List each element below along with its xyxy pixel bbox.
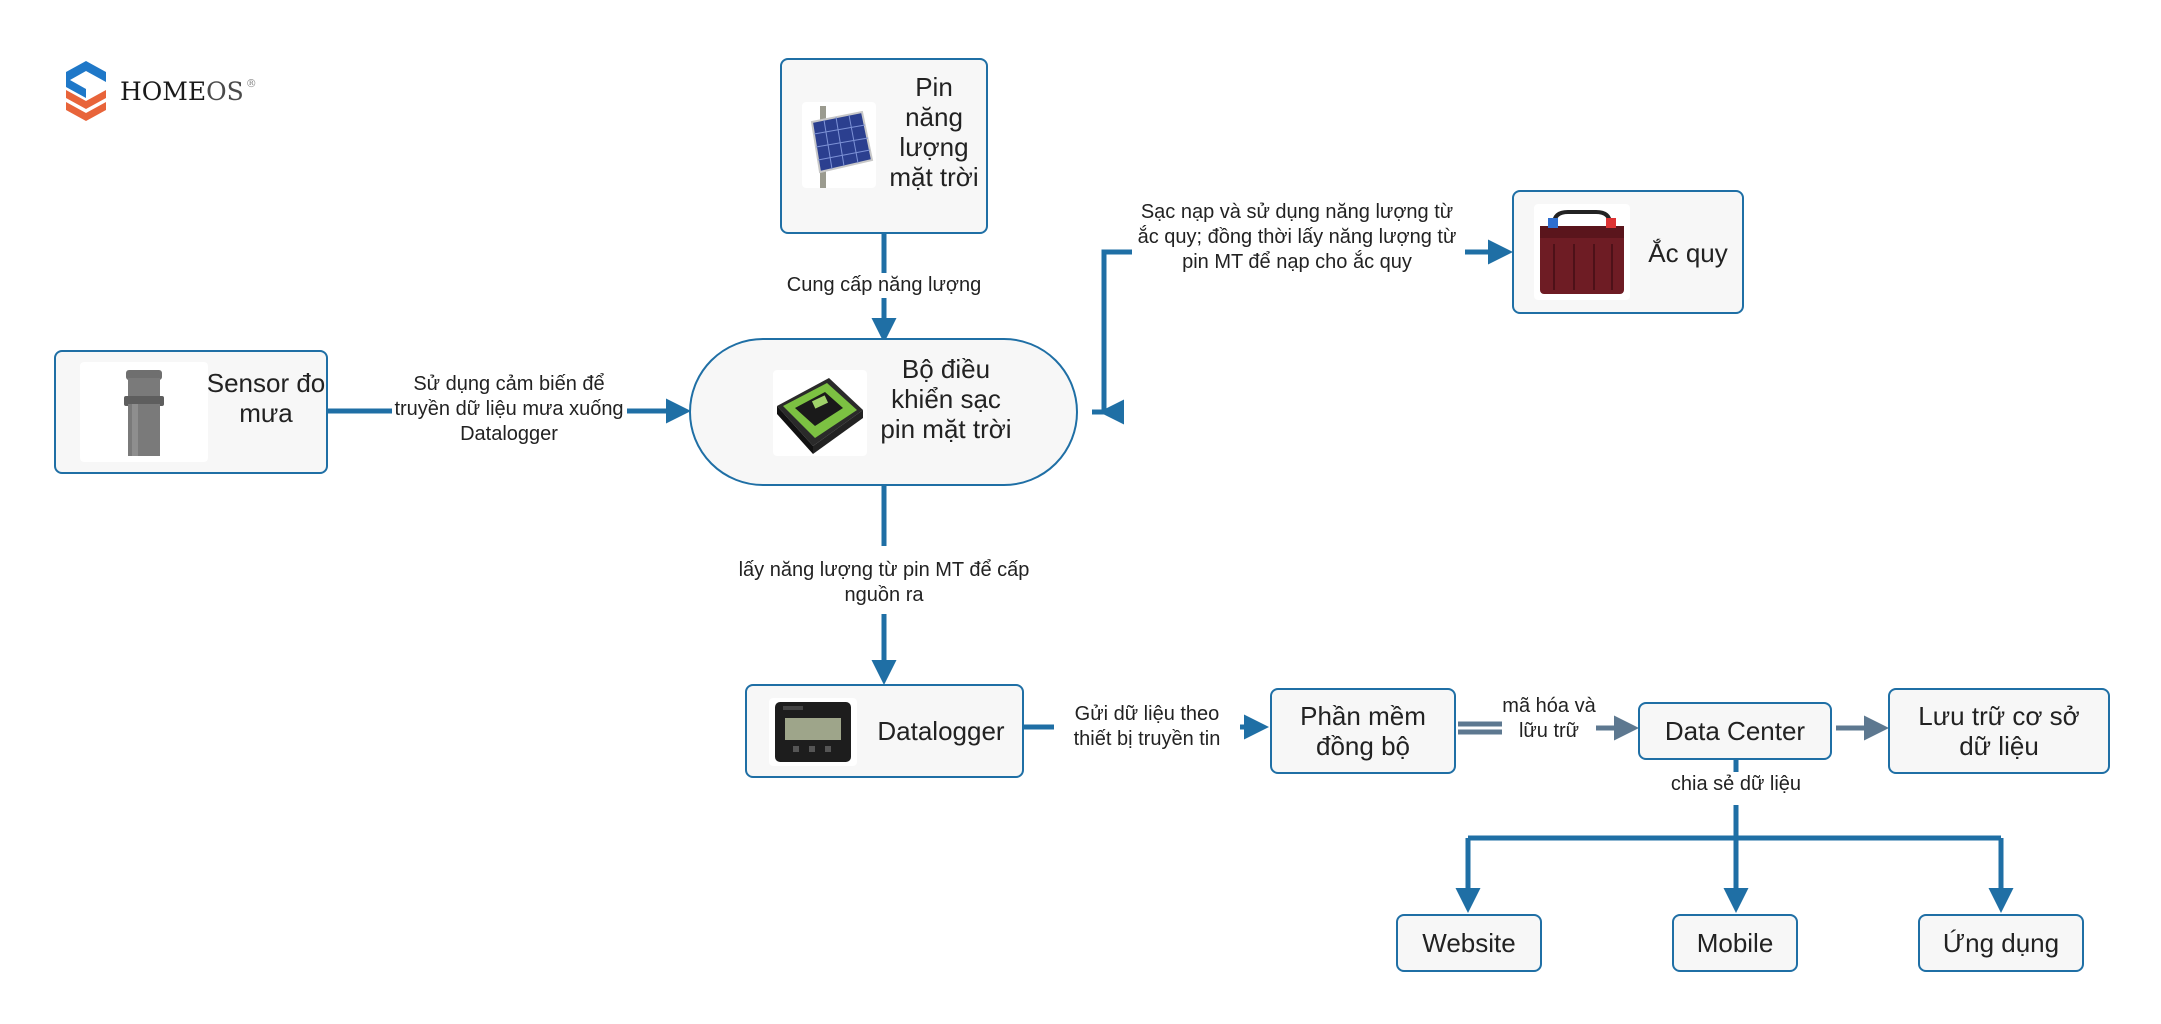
solar-panel-icon xyxy=(802,102,876,188)
node-sync-software: Phần mềm đồng bộ xyxy=(1270,688,1456,774)
node-solar-panel: Pin năng lượng mặt trời xyxy=(780,58,988,234)
charge-controller-icon xyxy=(773,370,867,456)
node-rain-sensor-label: Sensor đo mưa xyxy=(206,368,326,428)
edge-sync-datacenter xyxy=(1458,721,1502,735)
node-battery: Ắc quy xyxy=(1512,190,1744,314)
battery-icon xyxy=(1534,204,1630,300)
node-mobile: Mobile xyxy=(1672,914,1798,972)
node-website-label: Website xyxy=(1422,928,1516,958)
node-datalogger-label: Datalogger xyxy=(877,716,1005,746)
rain-sensor-icon xyxy=(80,362,208,462)
node-db-storage-label: Lưu trữ cơ sở dữ liệu xyxy=(1918,701,2080,761)
node-charge-controller: Bộ điều khiển sạc pin mặt trời xyxy=(689,338,1078,486)
homeos-logo-icon xyxy=(66,61,106,121)
edge-label-battery-charge: Sạc nạp và sử dụng năng lượng từ ắc quy;… xyxy=(1132,200,1462,275)
edge-label-power-out: lấy năng lượng từ pin MT để cấp nguồn ra xyxy=(726,558,1042,608)
edge-label-supply-energy: Cung cấp năng lượng xyxy=(760,273,1008,298)
node-app-label: Ứng dụng xyxy=(1942,928,2060,958)
node-db-storage: Lưu trữ cơ sở dữ liệu xyxy=(1888,688,2110,774)
edge-label-sensor-data: Sử dụng cảm biến để truyền dữ liệu mưa x… xyxy=(392,372,626,447)
edge-controller-battery xyxy=(1092,249,1134,415)
edge-label-send-data: Gửi dữ liệu theo thiết bị truyền tin xyxy=(1054,702,1240,752)
node-datalogger: Datalogger xyxy=(745,684,1024,778)
datalogger-icon xyxy=(769,698,857,766)
edge-label-share-data: chia sẻ dữ liệu xyxy=(1640,772,1832,797)
edge-label-encrypt-store: mã hóa và lữu trữ xyxy=(1502,694,1596,744)
node-rain-sensor: Sensor đo mưa xyxy=(54,350,328,474)
node-battery-label: Ắc quy xyxy=(1648,238,1728,268)
node-website: Website xyxy=(1396,914,1542,972)
node-app: Ứng dụng xyxy=(1918,914,2084,972)
node-charge-controller-label: Bộ điều khiển sạc pin mặt trời xyxy=(880,354,1012,444)
node-sync-software-label: Phần mềm đồng bộ xyxy=(1300,701,1426,761)
node-data-center: Data Center xyxy=(1638,702,1832,760)
brand-name: HOMEOS® xyxy=(120,76,257,106)
node-data-center-label: Data Center xyxy=(1664,716,1806,746)
node-solar-panel-label: Pin năng lượng mặt trời xyxy=(889,72,979,192)
node-mobile-label: Mobile xyxy=(1696,928,1774,958)
homeos-logo: HOMEOS® xyxy=(62,58,257,124)
